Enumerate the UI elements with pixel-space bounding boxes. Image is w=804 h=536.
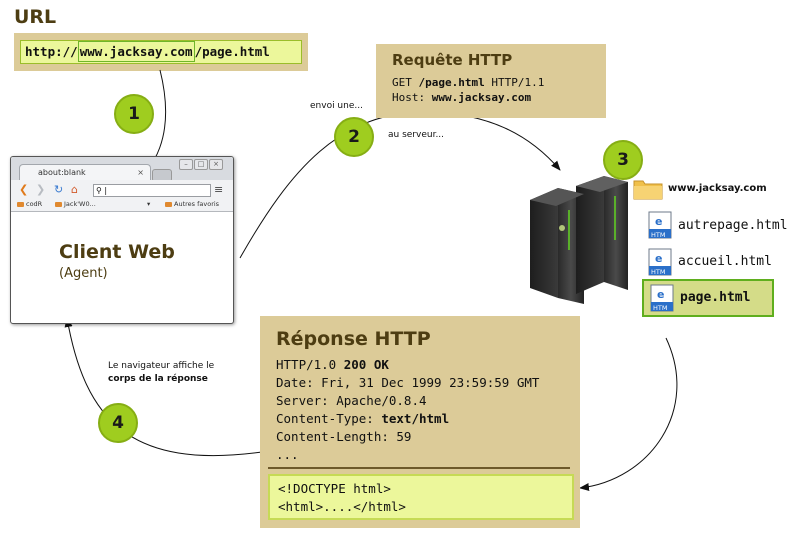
back-icon[interactable]: ❮ — [19, 183, 29, 196]
bookmark-item[interactable]: Autres favoris — [165, 198, 219, 211]
window-close-icon[interactable]: × — [209, 159, 223, 170]
note-serveur: au serveur... — [388, 130, 445, 140]
url-heading: URL — [14, 6, 57, 28]
bookmarks-overflow-icon[interactable]: ▾ — [147, 200, 151, 208]
minimize-icon[interactable]: – — [179, 159, 193, 170]
folder-icon — [165, 201, 172, 207]
tab-close-icon[interactable]: × — [137, 168, 144, 177]
client-title: Client Web — [59, 241, 175, 263]
web-client-browser: – □ × about:blank × ❮ ❯ ↻ ⌂ ⚲ | ≡ codR J… — [10, 156, 234, 324]
browser-tab[interactable]: about:blank × — [19, 164, 151, 180]
tab-title: about:blank — [38, 168, 86, 177]
reload-icon[interactable]: ↻ — [54, 183, 64, 196]
server-icon — [530, 176, 628, 304]
response-title: Réponse HTTP — [276, 328, 431, 350]
forward-icon[interactable]: ❯ — [36, 183, 46, 196]
step-3-badge: 3 — [603, 140, 643, 180]
note-envoi: envoi une... — [310, 101, 363, 111]
address-bar[interactable]: ⚲ | — [93, 184, 211, 197]
response-ellipsis: ... — [276, 447, 299, 462]
svg-text:e: e — [655, 215, 662, 228]
svg-text:e: e — [657, 288, 664, 301]
bookmark-item[interactable]: Jack'W0... — [55, 198, 96, 211]
home-icon[interactable]: ⌂ — [71, 183, 78, 196]
response-date: Date: Fri, 31 Dec 1999 23:59:59 GMT — [276, 375, 540, 390]
folder-icon — [55, 201, 62, 207]
http-response-panel: Réponse HTTP HTTP/1.0 200 OK Date: Fri, … — [260, 316, 580, 528]
request-title: Requête HTTP — [392, 51, 513, 69]
response-server: Server: Apache/0.8.4 — [276, 393, 427, 408]
folder-icon — [17, 201, 24, 207]
url-panel: http://www.jacksay.com/page.html — [14, 33, 308, 71]
server-folder-name: www.jacksay.com — [668, 183, 767, 194]
browser-toolbar: ❮ ❯ ↻ ⌂ ⚲ | ≡ — [11, 180, 233, 198]
note-corps: corps de la réponse — [108, 374, 208, 384]
svg-text:HTM: HTM — [651, 231, 665, 239]
response-status-line: HTTP/1.0 200 OK — [276, 357, 389, 372]
bookmarks-bar: codR Jack'W0... ▾ Autres favoris — [11, 198, 233, 212]
response-body-line: <html>....</html> — [278, 499, 406, 514]
client-subtitle: (Agent) — [59, 266, 108, 281]
request-line-2: Host: www.jacksay.com — [392, 91, 532, 104]
arrow-response-to-browser — [64, 317, 263, 457]
svg-text:HTM: HTM — [651, 268, 665, 276]
svg-text:HTM: HTM — [653, 304, 667, 312]
request-line-1: GET /page.html HTTP/1.1 — [392, 76, 545, 89]
file-name-highlighted: page.html — [680, 290, 751, 305]
response-headers: HTTP/1.0 200 OK Date: Fri, 31 Dec 1999 2… — [276, 356, 539, 464]
file-name: accueil.html — [678, 254, 772, 269]
response-separator — [268, 467, 570, 469]
response-body: <!DOCTYPE html> <html>....</html> — [268, 474, 574, 520]
response-body-line: <!DOCTYPE html> — [278, 481, 391, 496]
url-path: /page.html — [194, 44, 270, 59]
step-2-badge: 2 — [334, 117, 374, 157]
note-affiche: Le navigateur affiche le — [108, 361, 215, 371]
response-content-type: Content-Type: text/html — [276, 411, 450, 426]
url-field: http://www.jacksay.com/page.html — [20, 40, 302, 64]
url-host: www.jacksay.com — [77, 41, 195, 62]
response-content-length: Content-Length: 59 — [276, 429, 412, 444]
arrow-server-to-response — [579, 337, 678, 491]
bookmark-item[interactable]: codR — [17, 198, 42, 211]
menu-icon[interactable]: ≡ — [214, 183, 224, 196]
url-protocol: http:// — [25, 44, 78, 59]
file-name: autrepage.html — [678, 218, 788, 233]
http-request-panel: Requête HTTP GET /page.html HTTP/1.1 Hos… — [376, 44, 606, 118]
folder-icon — [633, 180, 663, 200]
step-4-badge: 4 — [98, 403, 138, 443]
search-icon: ⚲ — [96, 186, 102, 195]
step-1-badge: 1 — [114, 94, 154, 134]
maximize-icon[interactable]: □ — [194, 159, 208, 170]
browser-chrome: – □ × about:blank × ❮ ❯ ↻ ⌂ ⚲ | ≡ codR J… — [11, 157, 233, 212]
svg-text:e: e — [655, 252, 662, 265]
